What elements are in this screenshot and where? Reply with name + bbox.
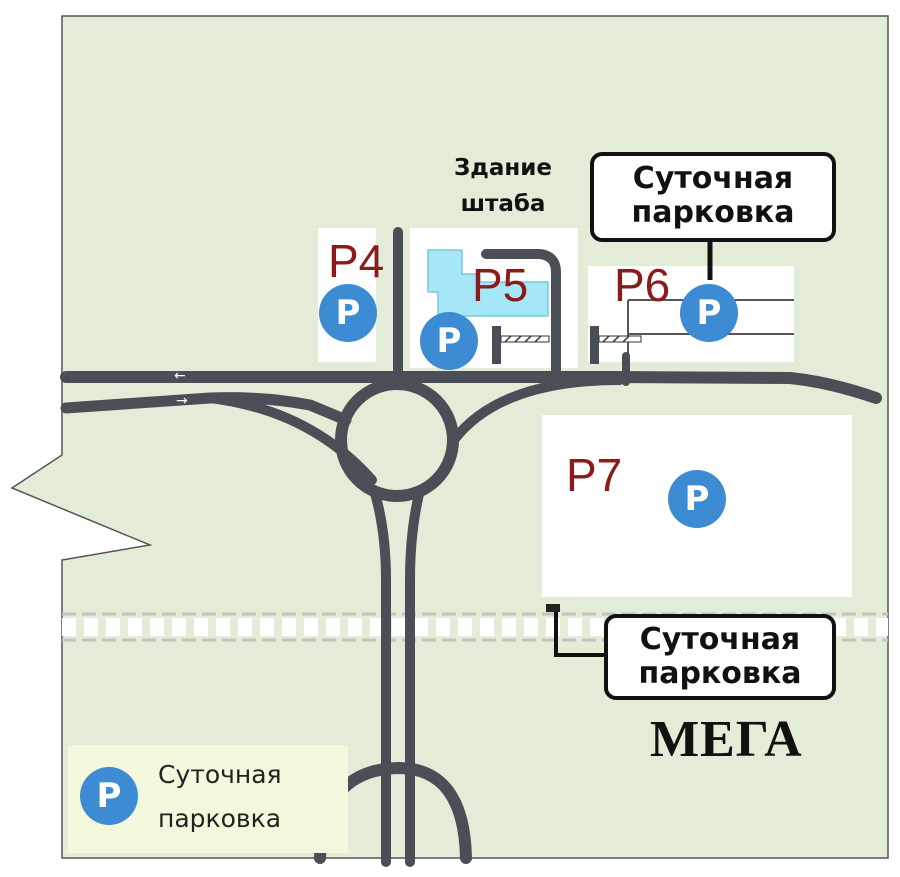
parking-icon[interactable]: P: [680, 284, 738, 342]
headquarters-line1: Здание: [453, 155, 553, 181]
lot-label-p5: P5: [472, 259, 529, 311]
callout-bottom-line1: Суточная: [639, 622, 801, 657]
callout-top-line2: парковка: [631, 195, 795, 230]
callout-daily-parking-top: Суточная парковка: [590, 152, 836, 242]
arrow-westbound-icon: ←: [174, 368, 186, 384]
legend: P Суточная парковка: [68, 745, 348, 853]
roundabout: [335, 378, 459, 502]
parking-icon[interactable]: P: [319, 284, 377, 342]
headquarters-line2: штаба: [460, 191, 546, 217]
parking-icon[interactable]: P: [420, 312, 478, 370]
callout-top-line1: Суточная: [632, 161, 794, 196]
lot-label-p7: P7: [566, 449, 623, 501]
legend-line1: Суточная: [158, 760, 282, 789]
arrow-eastbound-icon: →: [176, 393, 188, 409]
mega-brand-label: МЕГА: [650, 711, 803, 768]
callout-daily-parking-bottom: Суточная парковка: [604, 614, 836, 700]
headquarters-building: [427, 249, 549, 317]
callout-bottom-line2: парковка: [638, 656, 802, 691]
barrier-gate-icon: [492, 326, 550, 364]
p5-inner-road: [481, 249, 561, 375]
legend-line2: парковка: [158, 804, 282, 833]
barrier-gate-icon: [590, 326, 642, 364]
south-road-right: [405, 485, 425, 867]
lot-label-p4: P4: [328, 235, 385, 287]
legend-text: Суточная парковка: [158, 753, 282, 841]
main-road-west: [60, 371, 882, 404]
parking-icon[interactable]: P: [668, 470, 726, 528]
south-road-left: [369, 485, 391, 867]
parking-icon: P: [80, 767, 138, 825]
headquarters-label: Здание штаба: [428, 150, 578, 222]
lot-label-p6: P6: [614, 259, 671, 311]
